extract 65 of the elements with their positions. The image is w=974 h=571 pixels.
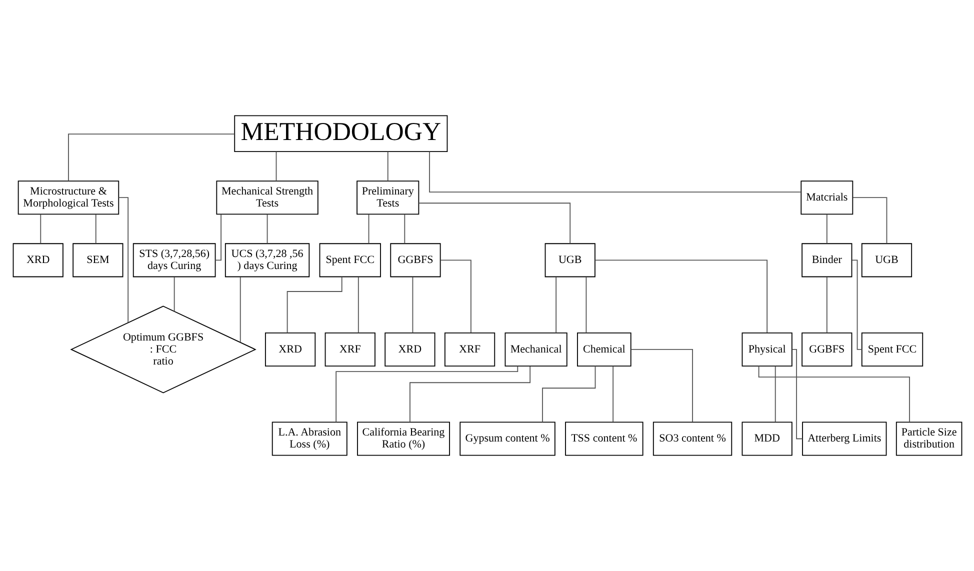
node-box: MDD <box>741 422 792 456</box>
connector <box>555 276 556 334</box>
node-box: Gypsum content % <box>459 422 555 456</box>
node-box: Mechanical <box>504 332 567 366</box>
node-box: XRD <box>12 243 63 278</box>
node-box: UCS (3,7,28 ,56 ) days Curing <box>224 243 310 278</box>
node-box: GGBFS <box>390 243 440 278</box>
node-box: Microstructure & Morphological Tests <box>17 180 119 215</box>
connector <box>275 151 276 182</box>
node-box: XRF <box>444 332 495 366</box>
node-box: Chemical <box>576 332 631 366</box>
connector <box>594 260 768 334</box>
connector <box>412 276 413 334</box>
connector <box>612 366 614 422</box>
connector <box>774 366 776 422</box>
node-box: GGBFS <box>801 332 852 366</box>
node-diamond: Optimum GGBFS : FCC ratio <box>70 306 256 394</box>
connector <box>239 276 240 343</box>
connector <box>440 260 471 334</box>
connector <box>418 202 570 244</box>
node-box: Preliminary Tests <box>356 180 419 215</box>
connector <box>94 214 96 244</box>
connector <box>585 276 586 334</box>
node-box: Particle Size distribution <box>895 422 962 456</box>
connector <box>266 214 268 244</box>
node-box: Physical <box>741 332 792 366</box>
connector <box>409 366 530 422</box>
connector <box>335 366 518 423</box>
node-box: L.A. Abrasion Loss (%) <box>271 422 347 456</box>
node-box: Spent FCC <box>318 243 380 278</box>
node-box: UGB <box>544 243 595 278</box>
connector <box>173 276 174 312</box>
connector <box>214 214 221 261</box>
connector <box>68 134 234 182</box>
node-box: Atterberg Limits <box>802 422 886 456</box>
connector <box>630 349 692 422</box>
node-box: XRD <box>384 332 435 366</box>
connector <box>826 276 827 334</box>
connector <box>368 214 369 244</box>
connector <box>851 260 862 350</box>
node-box: Spent FCC <box>860 332 923 366</box>
node-box: METHODOLOGY <box>234 115 448 152</box>
node-box: STS (3,7,28,56) days Curing <box>132 243 216 278</box>
node-box: TSS content % <box>564 422 643 456</box>
connector <box>386 151 388 182</box>
node-box: SO3 content % <box>652 422 732 456</box>
node-box: UGB <box>860 243 912 278</box>
node-box: SEM <box>72 243 123 278</box>
connector <box>40 214 41 244</box>
connector <box>791 349 802 440</box>
node-box: XRD <box>264 332 316 366</box>
connector <box>758 366 910 422</box>
node-box: Mechanical Strength Tests <box>216 180 318 215</box>
node-box: California Bearing Ratio (%) <box>356 422 450 456</box>
connector <box>404 214 405 244</box>
connector <box>357 276 358 334</box>
node-box: Matcrials <box>800 180 853 215</box>
node-box: Binder <box>801 243 852 278</box>
connector <box>542 366 596 423</box>
connector <box>852 197 887 244</box>
connector <box>118 197 128 324</box>
node-box: XRF <box>324 332 375 366</box>
connector <box>428 151 801 193</box>
connector <box>286 276 342 334</box>
connector <box>826 214 827 244</box>
